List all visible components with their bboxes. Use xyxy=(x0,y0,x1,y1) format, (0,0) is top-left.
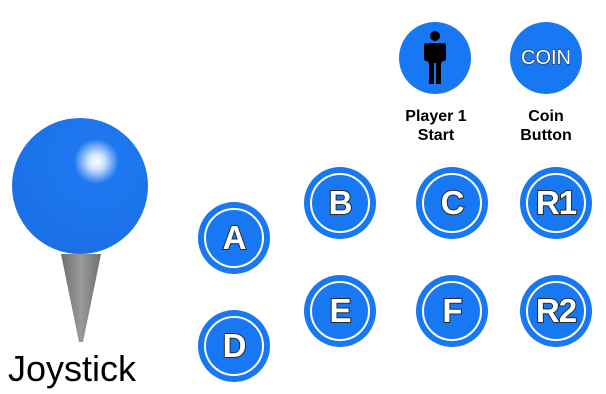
coin-button-text: COIN xyxy=(521,46,572,69)
button-r1-label: R1 xyxy=(535,183,578,222)
coin-caption-line2: Button xyxy=(520,127,572,144)
player1-caption-line2: Start xyxy=(417,127,455,144)
button-b-label: B xyxy=(328,183,354,222)
button-r1[interactable]: R1 xyxy=(520,167,592,239)
button-d[interactable]: D xyxy=(198,310,270,382)
coin-caption-line1: Coin xyxy=(528,108,564,125)
button-f[interactable]: F xyxy=(416,275,488,347)
button-f-label: F xyxy=(441,291,463,330)
player1-caption-line1: Player 1 xyxy=(405,108,467,125)
coin-button[interactable]: COIN xyxy=(510,22,582,94)
button-e-label: E xyxy=(328,291,352,330)
joystick-ball[interactable] xyxy=(12,118,148,254)
button-d-label: D xyxy=(222,326,248,365)
button-r2-label: R2 xyxy=(535,291,578,330)
joystick-shaft xyxy=(61,254,101,342)
player1-caption: Player 1 Start xyxy=(393,107,479,145)
person-icon xyxy=(424,31,446,84)
joystick-label: Joystick xyxy=(8,348,137,389)
button-c[interactable]: C xyxy=(416,167,488,239)
joystick-icon[interactable] xyxy=(8,116,156,346)
button-b[interactable]: B xyxy=(304,167,376,239)
player1-start-button[interactable] xyxy=(399,22,471,94)
button-e[interactable]: E xyxy=(304,275,376,347)
coin-caption: Coin Button xyxy=(503,107,589,145)
button-a-label: A xyxy=(222,218,248,257)
button-a[interactable]: A xyxy=(198,202,270,274)
button-c-label: C xyxy=(440,183,466,222)
button-r2[interactable]: R2 xyxy=(520,275,592,347)
